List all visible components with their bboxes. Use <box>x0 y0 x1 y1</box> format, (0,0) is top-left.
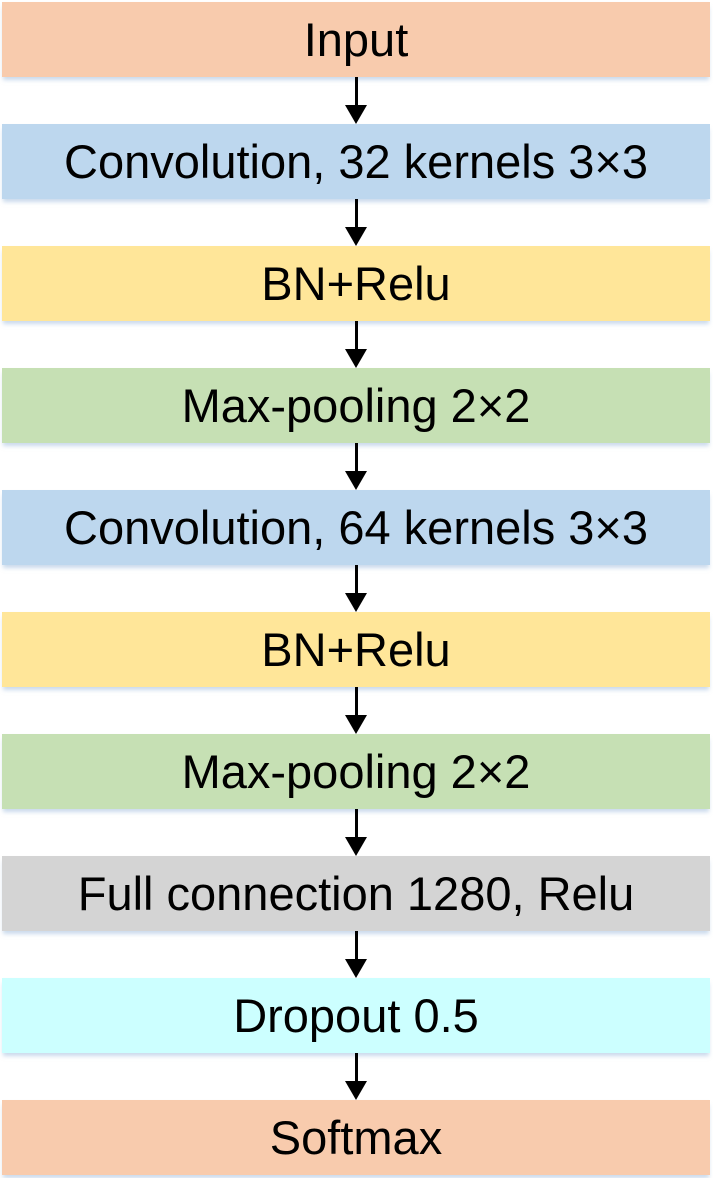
arrow-shaft <box>354 443 358 471</box>
arrow-head <box>345 959 367 978</box>
arrow-shaft <box>354 565 358 593</box>
arrow-shaft <box>354 77 358 105</box>
arrow-shaft <box>354 1053 358 1081</box>
arrow-head <box>345 1081 367 1100</box>
node-full-connection: Full connection 1280, Relu <box>2 856 710 931</box>
node-max-pooling-1: Max-pooling 2×2 <box>2 368 710 443</box>
arrow-shaft <box>354 199 358 227</box>
node-input: Input <box>2 2 710 77</box>
arrow-shaft <box>354 809 358 837</box>
arrow-down-icon <box>2 809 710 856</box>
node-bn-relu-1: BN+Relu <box>2 246 710 321</box>
arrow-down-icon <box>2 321 710 368</box>
node-convolution-32: Convolution, 32 kernels 3×3 <box>2 124 710 199</box>
arrow-head <box>345 715 367 734</box>
node-dropout: Dropout 0.5 <box>2 978 710 1053</box>
node-convolution-64: Convolution, 64 kernels 3×3 <box>2 490 710 565</box>
arrow-shaft <box>354 321 358 349</box>
arrow-down-icon <box>2 931 710 978</box>
arrow-down-icon <box>2 77 710 124</box>
arrow-head <box>345 593 367 612</box>
arrow-head <box>345 349 367 368</box>
arrow-down-icon <box>2 1053 710 1100</box>
arrow-down-icon <box>2 687 710 734</box>
node-max-pooling-2: Max-pooling 2×2 <box>2 734 710 809</box>
node-bn-relu-2: BN+Relu <box>2 612 710 687</box>
arrow-down-icon <box>2 443 710 490</box>
arrow-shaft <box>354 931 358 959</box>
arrow-head <box>345 105 367 124</box>
arrow-head <box>345 837 367 856</box>
arrow-down-icon <box>2 199 710 246</box>
arrow-head <box>345 227 367 246</box>
arrow-shaft <box>354 687 358 715</box>
arrow-down-icon <box>2 565 710 612</box>
arrow-head <box>345 471 367 490</box>
node-softmax: Softmax <box>2 1100 710 1175</box>
